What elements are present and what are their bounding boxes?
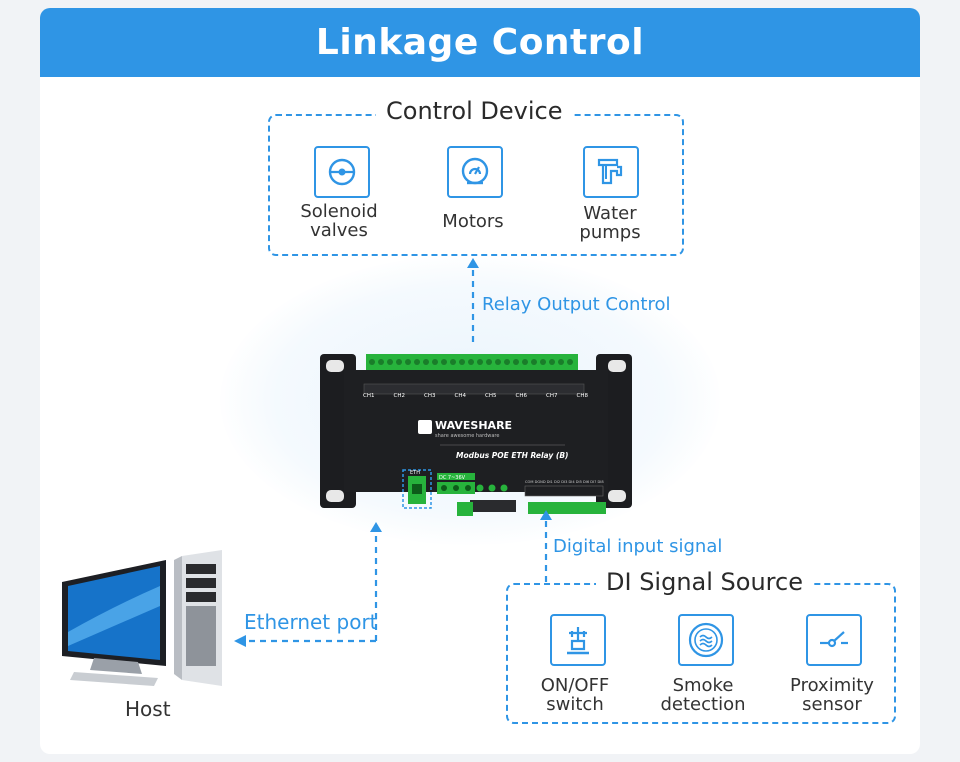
device-brand: WAVESHARE	[435, 419, 512, 432]
motors-label: Motors	[442, 211, 504, 232]
channel-label: CH2	[393, 393, 405, 399]
proximity-sensor-icon	[806, 614, 862, 666]
device-channel-labels: CH1 CH2 CH3 CH4 CH5 CH6 CH7 CH8	[363, 393, 588, 399]
channel-label: CH3	[424, 393, 436, 399]
channel-label: CH5	[485, 393, 497, 399]
host-computer-icon	[62, 550, 222, 686]
device-di-labels: COM DGND DI1 DI2 DI3 DI4 DI5 DI6 DI7 DI8	[525, 480, 604, 484]
control-device-title: Control Device	[376, 97, 573, 125]
proximity-sensor-label: Proximity sensor	[790, 675, 874, 715]
channel-label: CH7	[546, 393, 558, 399]
digital-input-arrow	[540, 510, 552, 582]
channel-label: CH1	[363, 393, 375, 399]
channel-label: CH8	[576, 393, 588, 399]
solenoid-valves-label: Solenoid valves	[300, 201, 378, 241]
on-off-switch-label: ON/OFF switch	[540, 675, 610, 715]
channel-label: CH4	[454, 393, 466, 399]
channel-label: CH6	[515, 393, 527, 399]
device-eth-label: ETH	[410, 470, 420, 476]
header-banner: Linkage Control	[40, 8, 920, 77]
switch-icon	[550, 614, 606, 666]
smoke-detection-label: Smoke detection	[660, 675, 746, 715]
page-title: Linkage Control	[315, 22, 645, 63]
ethernet-connection-arrow	[234, 522, 382, 647]
digital-input-label: Digital input signal	[553, 536, 723, 557]
motor-icon	[447, 146, 503, 198]
ethernet-port-label: Ethernet port	[244, 610, 378, 634]
device-model: Modbus POE ETH Relay (B)	[456, 451, 568, 460]
relay-device: WAVESHARE share awesome hardware Modbus …	[320, 354, 632, 516]
host-label: Host	[125, 697, 171, 721]
water-pump-icon	[583, 146, 639, 198]
relay-output-label: Relay Output Control	[482, 294, 671, 315]
device-power-label: DC 7~36V	[439, 475, 466, 481]
linkage-control-card: Linkage Control Control Device Solenoid …	[40, 8, 920, 754]
solenoid-valve-icon	[314, 146, 370, 198]
di-signal-source-title: DI Signal Source	[596, 568, 813, 596]
smoke-detector-icon	[678, 614, 734, 666]
relay-output-arrow	[467, 258, 479, 342]
water-pumps-label: Water pumps	[579, 203, 641, 243]
device-tagline: share awesome hardware	[435, 433, 499, 439]
